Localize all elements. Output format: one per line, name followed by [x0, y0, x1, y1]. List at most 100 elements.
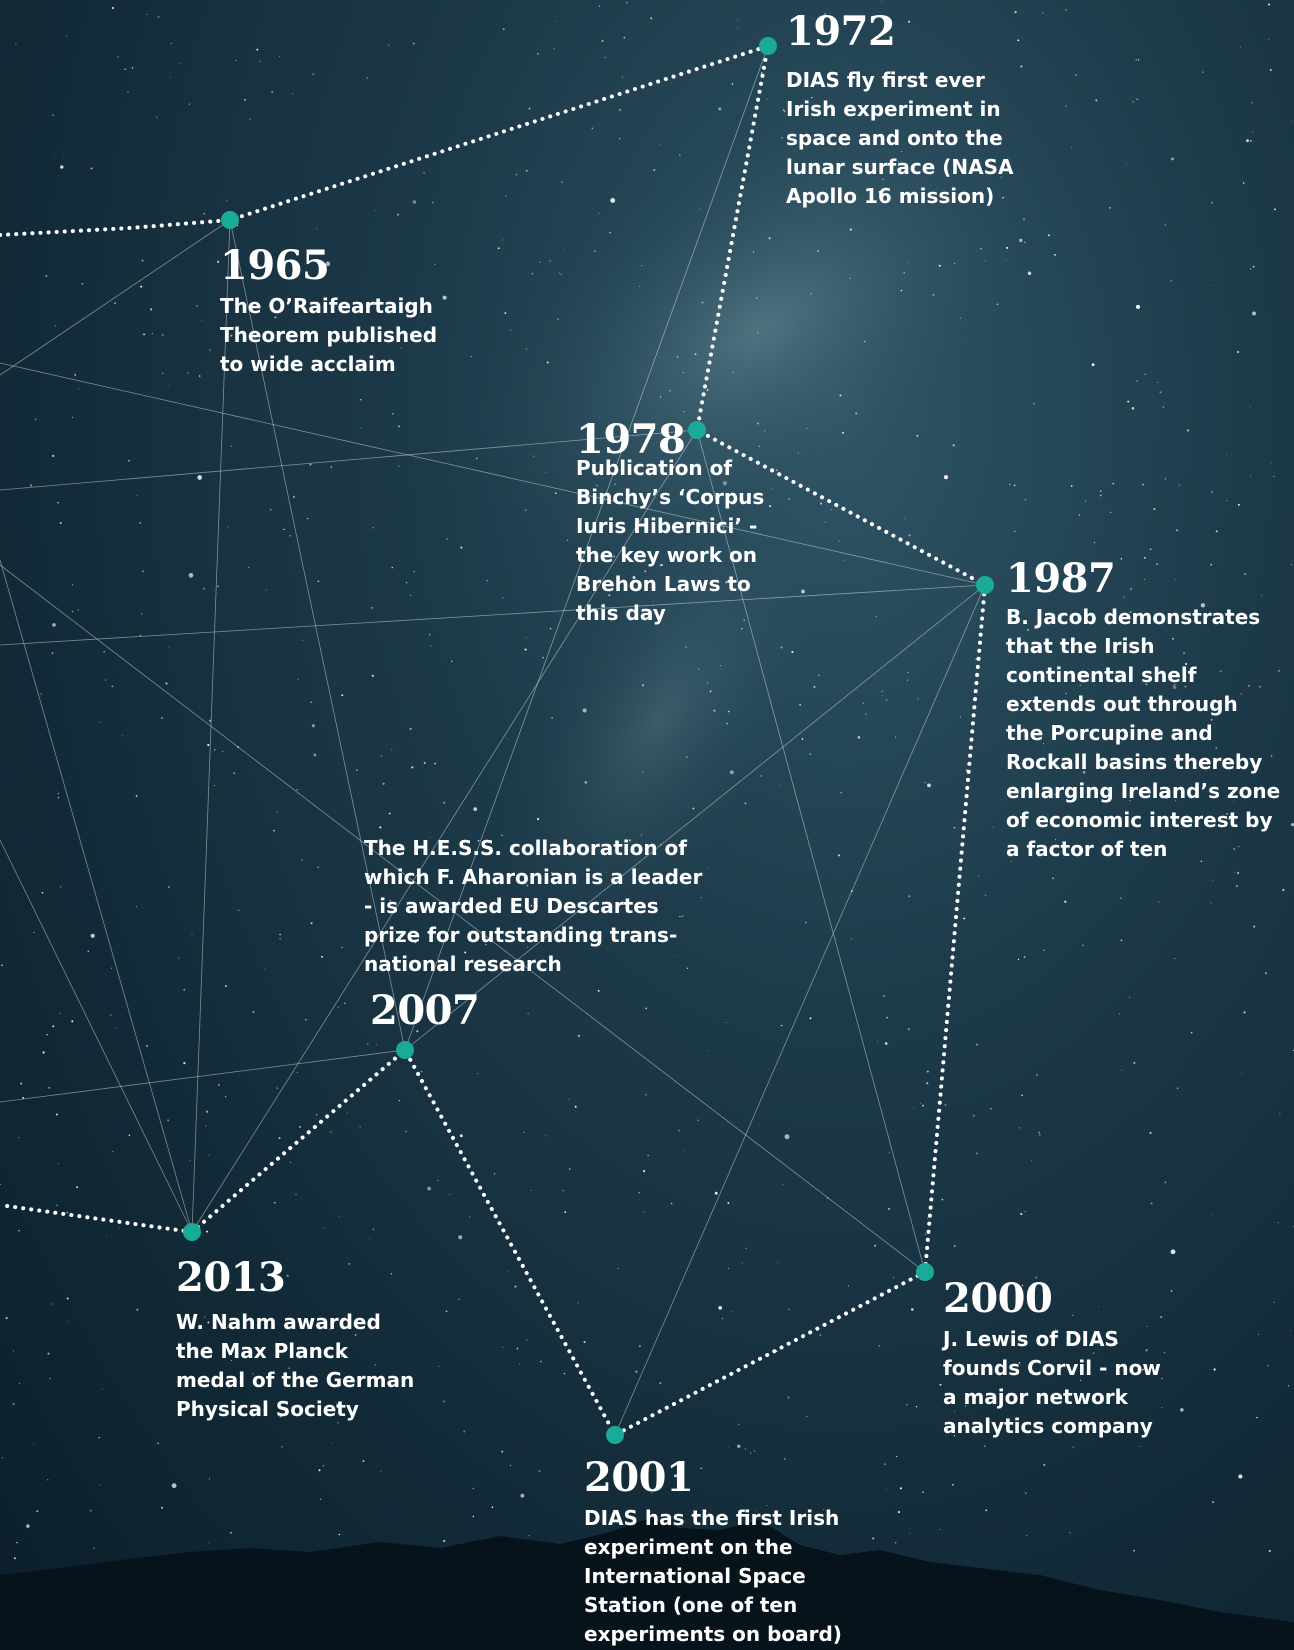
star	[886, 1489, 888, 1491]
star	[1035, 1073, 1038, 1076]
star	[348, 1262, 351, 1265]
star	[318, 1469, 321, 1472]
star	[316, 228, 318, 230]
star	[992, 826, 995, 828]
star	[273, 829, 275, 832]
star	[1244, 573, 1246, 575]
star	[783, 110, 786, 113]
star	[1039, 1133, 1041, 1136]
star	[632, 576, 636, 579]
node-2013	[183, 1223, 201, 1241]
star	[1277, 1222, 1279, 1224]
star	[1200, 603, 1206, 608]
star	[217, 260, 220, 263]
star	[170, 42, 172, 44]
star	[1235, 885, 1238, 887]
star	[1023, 956, 1026, 958]
star	[197, 475, 203, 480]
star	[1128, 996, 1131, 999]
star	[1188, 824, 1191, 827]
star	[549, 259, 552, 262]
star	[1164, 224, 1166, 226]
star	[768, 237, 771, 240]
star	[1024, 1492, 1027, 1495]
star	[643, 1170, 646, 1173]
star	[139, 634, 142, 637]
star	[850, 938, 852, 940]
star	[1014, 530, 1016, 533]
star	[1174, 800, 1176, 802]
star	[476, 457, 478, 460]
star	[1212, 879, 1214, 881]
star	[432, 201, 434, 204]
star	[142, 570, 144, 572]
star	[1267, 1365, 1269, 1367]
star	[690, 552, 692, 555]
star	[1161, 1378, 1163, 1380]
star	[752, 251, 755, 253]
star	[161, 372, 164, 374]
star	[1099, 490, 1102, 492]
star	[722, 481, 728, 486]
star	[1269, 69, 1272, 71]
star	[150, 308, 153, 311]
star	[15, 42, 17, 45]
star	[1289, 1330, 1291, 1332]
star	[924, 782, 926, 784]
star	[871, 163, 874, 166]
star	[909, 1532, 911, 1534]
star	[737, 19, 739, 22]
star	[214, 749, 216, 751]
star	[527, 946, 529, 948]
star	[857, 736, 861, 739]
star	[682, 371, 684, 374]
star	[217, 1084, 220, 1086]
star	[429, 836, 431, 838]
star	[187, 372, 189, 374]
event-year: 1987	[1006, 555, 1116, 602]
star	[1149, 1131, 1152, 1135]
star	[472, 1487, 474, 1490]
star	[380, 1470, 382, 1472]
star	[305, 1018, 307, 1021]
star	[830, 508, 832, 510]
star	[1174, 579, 1176, 580]
star	[563, 1372, 566, 1375]
star	[1180, 1408, 1184, 1412]
star	[227, 526, 229, 528]
star	[1000, 176, 1002, 178]
star	[844, 559, 846, 561]
star	[32, 1442, 34, 1444]
star	[331, 1442, 333, 1444]
event-description: DIAS has the first Irish experiment on t…	[584, 1506, 842, 1646]
star	[114, 1027, 116, 1029]
star	[1239, 46, 1241, 48]
star	[52, 114, 54, 117]
star	[527, 1012, 529, 1015]
star	[943, 475, 949, 480]
star	[1252, 311, 1256, 316]
star	[609, 231, 611, 234]
star	[364, 844, 366, 846]
star	[222, 750, 224, 752]
star	[46, 1034, 48, 1036]
star	[553, 48, 555, 50]
star	[810, 293, 812, 295]
star	[279, 55, 281, 57]
star	[1215, 746, 1218, 749]
event-description: Publication of Binchy’s ‘Corpus Iuris Hi…	[576, 456, 765, 625]
star	[545, 1135, 547, 1137]
stars	[0, 1, 1294, 1560]
star	[260, 364, 262, 366]
star	[477, 839, 480, 842]
star	[886, 1016, 888, 1019]
star	[112, 7, 114, 9]
star	[1233, 848, 1235, 850]
event-description: DIAS fly first ever Irish experiment in …	[786, 68, 1014, 208]
star	[809, 753, 811, 755]
star	[915, 1406, 918, 1408]
star	[927, 783, 931, 788]
star	[1211, 490, 1214, 493]
star	[230, 1360, 232, 1361]
star	[1144, 373, 1146, 375]
